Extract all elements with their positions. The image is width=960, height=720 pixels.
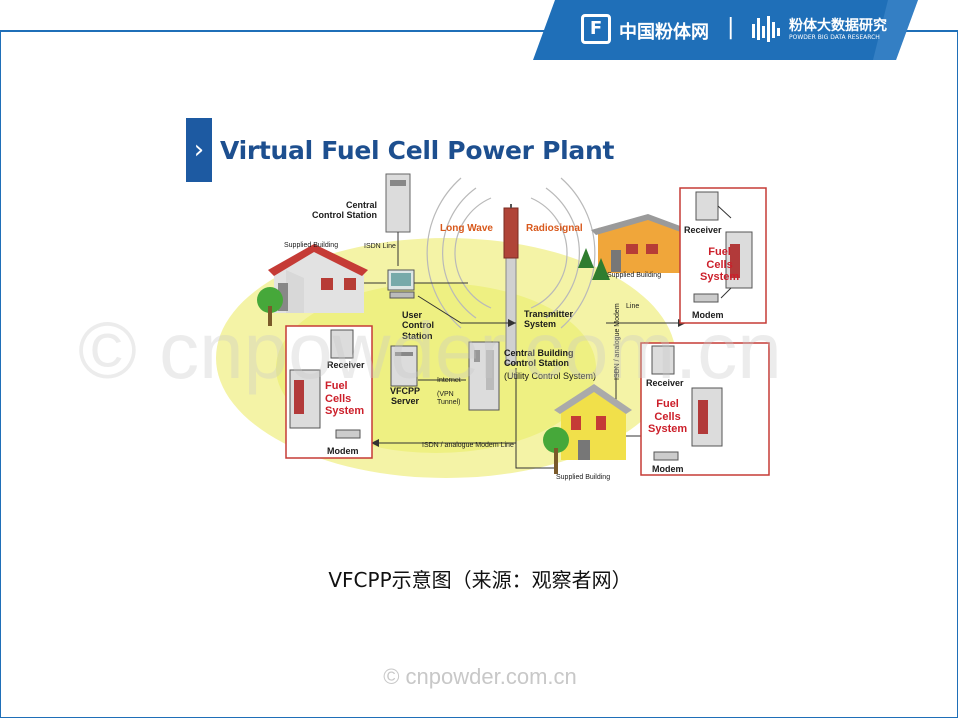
label-vfcpp-server: VFCPP Server: [390, 386, 421, 407]
label-supplied-building-right: Supplied Building: [607, 272, 662, 279]
footer-watermark: © cnpowder.com.cn: [383, 664, 577, 689]
label-user-control-station: User Control Station: [402, 310, 434, 341]
label-modem-left: Modem: [327, 446, 359, 456]
background-watermark: © cnpowder.com.cn: [78, 306, 782, 395]
label-supplied-building-left: Supplied Building: [284, 242, 339, 249]
figure-caption: VFCPP示意图（来源：观察者网）: [328, 568, 632, 592]
label-receiver-right: Receiver: [684, 225, 722, 235]
label-line: Line: [626, 303, 640, 310]
label-fuel-cells-system-right: Fuel Cells System: [700, 246, 740, 284]
chevron-right-icon: ›: [186, 118, 212, 182]
label-modem-bottom: Modem: [652, 464, 684, 474]
header-banner: F 中国粉体网 | 粉体大数据研究 POWDER BIG DATA RESEAR…: [533, 0, 918, 60]
label-isdn-line: ISDN Line: [364, 243, 396, 250]
label-isdn-analogue-modem-line: ISDN / analogue Modem Line: [422, 442, 514, 449]
brand-logo-icon: F: [581, 14, 611, 44]
brand-divider: |: [727, 15, 735, 40]
label-fuel-cells-system-bottom: Fuel Cells System: [648, 398, 688, 436]
label-transmitter-system: Transmitter System: [524, 309, 574, 330]
label-central-building: Central Building Control Station: [504, 348, 574, 369]
brand2-name: 粉体大数据研究: [789, 18, 887, 34]
label-internet: Internet: [437, 377, 461, 384]
label-utility-control-system: (Utility Control System): [504, 371, 597, 381]
label-long-wave: Long Wave: [440, 223, 493, 234]
brand-name: 中国粉体网: [619, 22, 709, 43]
label-supplied-building-bottom: Supplied Building: [556, 474, 611, 481]
label-radiosignal: Radiosignal: [526, 223, 583, 234]
label-receiver-bottom: Receiver: [646, 378, 684, 388]
label-fuel-cells-system-left: Fuel Cells System: [325, 380, 365, 418]
label-modem-right: Modem: [692, 310, 724, 320]
diagram-title-text: Virtual Fuel Cell Power Plant: [220, 135, 615, 165]
label-vpn-tunnel: (VPN Tunnel): [437, 391, 461, 407]
vfcpp-diagram: [216, 173, 770, 478]
brand2-subtitle: POWDER BIG DATA RESEARCH: [789, 34, 880, 41]
label-central-control-station: Central Control Station: [312, 200, 377, 221]
slide-frame: [0, 30, 958, 718]
bar-chart-icon: [751, 14, 783, 44]
label-receiver-left: Receiver: [327, 360, 365, 370]
diagram-title: › Virtual Fuel Cell Power Plant: [186, 118, 614, 182]
